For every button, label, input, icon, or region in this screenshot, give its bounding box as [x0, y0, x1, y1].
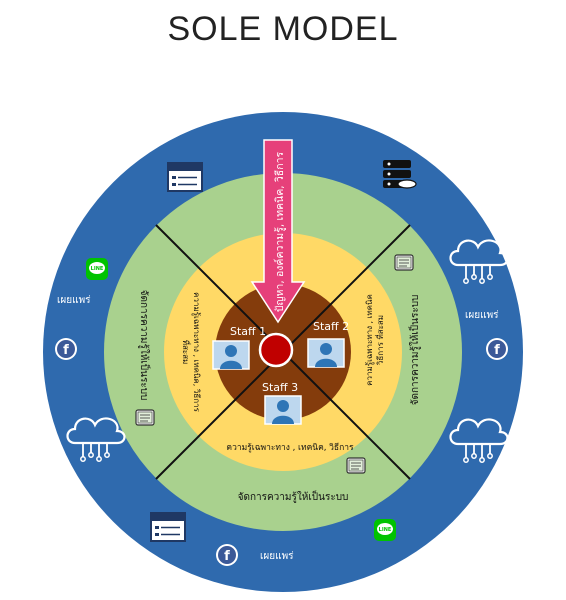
svg-text:f: f: [494, 343, 500, 358]
center-dot: [258, 332, 294, 368]
svg-text:f: f: [224, 549, 230, 564]
facebook-icon: f: [486, 338, 508, 360]
staff-3-avatar-icon: [264, 395, 302, 425]
page-title: SOLE MODEL: [167, 10, 399, 48]
svg-text:LINE: LINE: [379, 527, 392, 533]
staff-3-label: Staff 3: [262, 381, 298, 394]
green-text-left: จัดการความรู้ให้เป็นระบบ: [138, 290, 152, 401]
yellow-text-left-1: ความรู้เฉพาะทาง , เทคนิค, วิธีการ: [191, 292, 201, 412]
website-icon: [167, 162, 203, 192]
staff-2-label: Staff 2: [313, 320, 349, 333]
green-text-bottom: จัดการความรู้ให้เป็นระบบ: [238, 489, 349, 503]
green-text-right: จัดการความรู้ให้เป็นระบบ: [407, 295, 421, 406]
server-icon: [383, 160, 417, 189]
yellow-text-right-2: วิธีการ ที่สะสม: [374, 315, 385, 366]
line-app-icon: LINE: [374, 519, 396, 541]
svg-text:f: f: [63, 343, 69, 358]
input-arrow: [250, 139, 306, 324]
manual-book-icon: [394, 254, 414, 271]
facebook-icon: f: [55, 338, 77, 360]
publish-text-left: เผยแพร่: [57, 295, 91, 306]
manual-book-icon: [135, 409, 155, 426]
svg-text:LINE: LINE: [91, 266, 104, 272]
staff-1-label: Staff 1: [230, 325, 266, 338]
website-icon: [150, 512, 186, 542]
yellow-text-bottom: ความรู้เฉพาะทาง , เทคนิค, วิธีการ: [226, 442, 354, 453]
staff-2-avatar-icon: [307, 338, 345, 368]
publish-text-right: เผยแพร่: [465, 310, 499, 321]
line-app-icon: LINE: [86, 258, 108, 280]
facebook-icon: f: [216, 544, 238, 566]
manual-book-icon: [346, 457, 366, 474]
yellow-text-right-1: ความรู้เฉพาะทาง , เทคนิค: [365, 294, 375, 386]
arrow-label: ปัญหา, องค์ความรู้, เทคนิค, วิธีการ: [273, 152, 286, 313]
yellow-text-left-2: ที่สะสม: [181, 340, 192, 365]
staff-1-avatar-icon: [212, 340, 250, 370]
publish-text-bottom: เผยแพร่: [260, 551, 294, 562]
